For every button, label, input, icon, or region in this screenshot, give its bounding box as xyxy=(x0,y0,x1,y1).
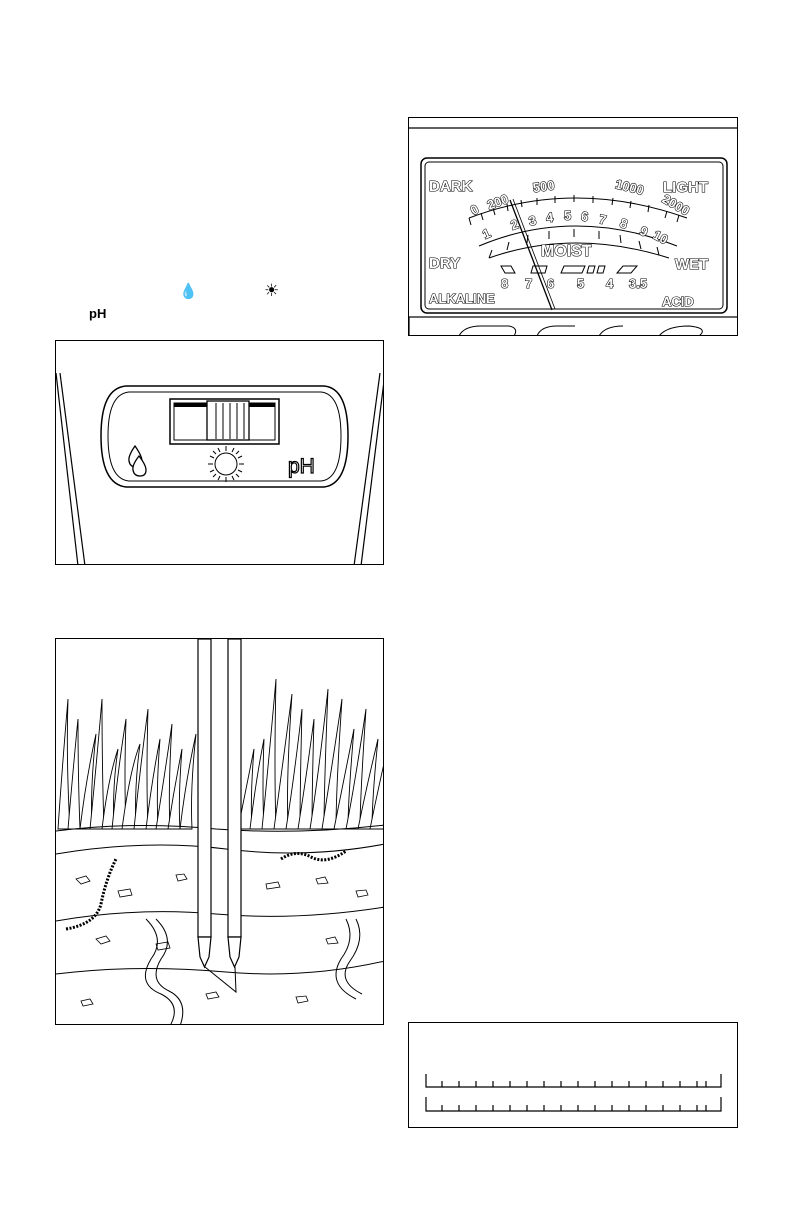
moisture-scale-5: 5 xyxy=(564,208,571,223)
soil-drawing xyxy=(56,639,384,1025)
light-scale-500: 500 xyxy=(532,177,556,195)
ph-scale-7: 7 xyxy=(525,276,532,291)
ph-inline-label: pH xyxy=(89,306,106,321)
mode-switch-drawing: pH xyxy=(56,341,384,565)
water-drop-icon: 💧 xyxy=(179,284,198,299)
ruler-box xyxy=(408,1022,738,1128)
meter-face-illustration: DARK LIGHT DRY MOIST WET ALKALINE ACID 0… xyxy=(408,117,738,336)
ruler-drawing xyxy=(409,1023,738,1128)
meter-drawing: DARK LIGHT DRY MOIST WET ALKALINE ACID 0… xyxy=(409,118,738,336)
wet-label: WET xyxy=(675,256,708,273)
dry-label: DRY xyxy=(429,255,460,272)
ph-scale-8: 8 xyxy=(501,276,508,291)
ph-scale-6: 6 xyxy=(547,276,554,291)
ph-scale-5: 5 xyxy=(577,276,584,291)
alkaline-label: ALKALINE xyxy=(429,291,495,306)
ph-scale-4: 4 xyxy=(606,276,614,291)
sun-icon: ☀ xyxy=(264,283,279,298)
ph-switch-label: pH xyxy=(288,455,315,478)
mode-switch-illustration: pH xyxy=(55,340,384,565)
acid-label: ACID xyxy=(662,294,694,309)
upper-ruler xyxy=(426,1074,721,1087)
moist-label: MOIST xyxy=(541,243,592,260)
soil-probe-illustration xyxy=(55,638,384,1025)
lower-ruler xyxy=(426,1097,721,1111)
dark-label: DARK xyxy=(429,178,472,195)
ph-scale-3-5: 3.5 xyxy=(629,276,647,291)
